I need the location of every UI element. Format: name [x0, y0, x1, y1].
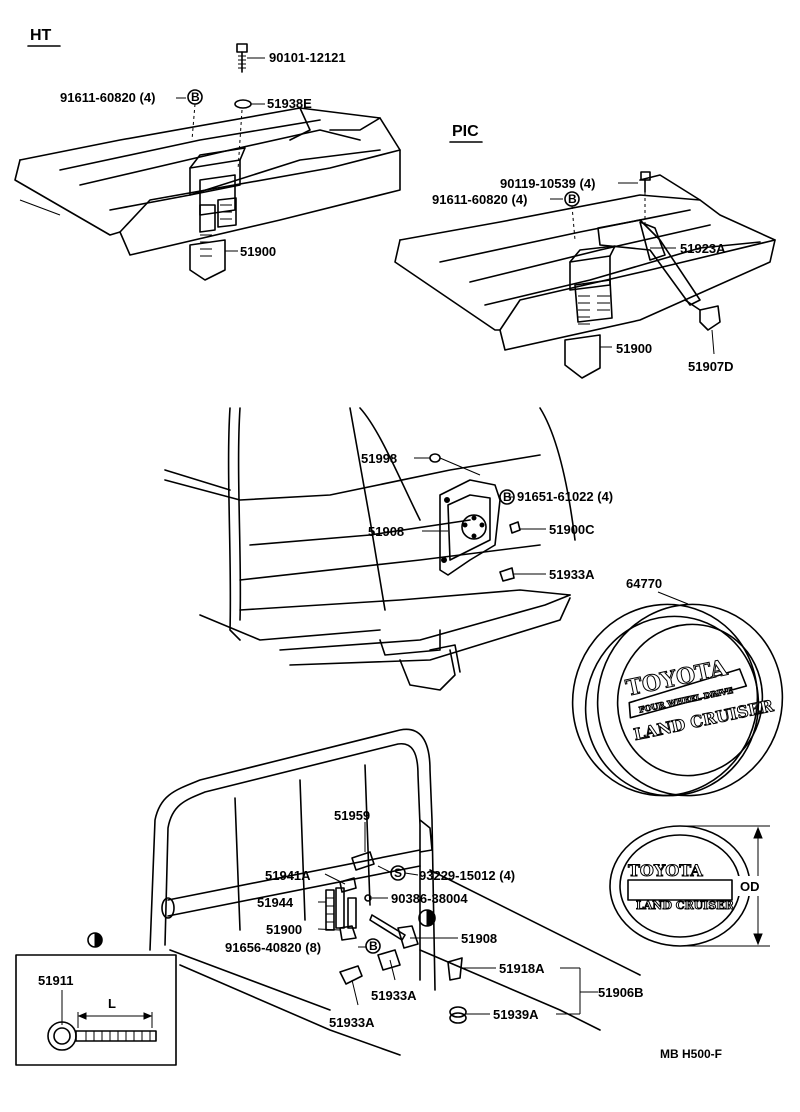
label-91656-40820: 91656-40820 (8)	[225, 940, 321, 955]
gate-frame-drawing	[149, 728, 641, 1056]
label-51959: 51959	[334, 808, 370, 823]
label-51908-gate: 51908	[461, 931, 497, 946]
label-51908-door: 51908	[368, 524, 404, 539]
marker-s-text: S	[394, 866, 402, 880]
label-64770: 64770	[626, 576, 662, 591]
pic-frame-drawing	[394, 174, 776, 351]
label-51907d: 51907D	[688, 359, 734, 374]
label-51911: 51911	[38, 973, 73, 988]
label-51900-gate: 51900	[266, 922, 302, 937]
ht-bolt-drawing	[191, 43, 252, 171]
marker-b-icon	[187, 89, 203, 105]
inset-frame	[15, 954, 177, 1066]
label-51933a-gate: 51933A	[371, 988, 417, 1003]
label-dimension-l: L	[108, 996, 116, 1011]
cover-model-text-front: LAND CRUISER	[636, 899, 735, 912]
label-51938e: 51938E	[267, 96, 312, 111]
label-51906b: 51906B	[598, 985, 644, 1000]
ht-bracket-drawing	[189, 174, 237, 281]
pic-bolt-drawing	[571, 171, 651, 241]
cover-front-drawing: TOYOTA LAND CRUISER	[609, 825, 751, 947]
label-od: OD	[740, 879, 760, 894]
label-91651-61022: 91651-61022 (4)	[517, 489, 613, 504]
label-93229-15012: 93229-15012 (4)	[419, 868, 515, 883]
label-51939a: 51939A	[493, 1007, 539, 1022]
marker-b-text-door: B	[503, 490, 512, 504]
pic-section-title: PIC	[452, 123, 479, 140]
marker-b-text: B	[191, 90, 200, 104]
label-90386-38004: 90386-38004	[391, 891, 468, 906]
label-51900c: 51900C	[549, 522, 595, 537]
inset-51911: 51911 L	[15, 932, 177, 1066]
marker-b-text-gate: B	[369, 939, 378, 953]
label-91611-60820-ht: 91611-60820 (4)	[60, 90, 155, 105]
eye-bolt-drawing	[47, 1012, 157, 1051]
label-51944: 51944	[257, 895, 294, 910]
label-51998: 51998	[361, 451, 397, 466]
ht-frame-drawing	[14, 107, 401, 256]
pic-section: PIC	[394, 123, 776, 379]
label-91611-60820-pic: 91611-60820 (4)	[432, 192, 527, 207]
label-51933a-door: 51933A	[549, 567, 595, 582]
label-51900-pic: 51900	[616, 341, 652, 356]
od-dimension-drawing	[680, 825, 774, 947]
cover-od-view: TOYOTA LAND CRUISER OD	[609, 825, 774, 947]
vehicle-body-drawing	[164, 407, 576, 691]
diagram-code: MB H500-F	[660, 1047, 722, 1061]
label-51933a-lower: 51933A	[329, 1015, 375, 1030]
marker-b-text-pic: B	[568, 192, 577, 206]
marker-b-icon-door	[499, 489, 515, 505]
pic-bracket-drawing	[564, 219, 721, 379]
label-90119-10539: 90119-10539 (4)	[500, 176, 595, 191]
ht-section-title: HT	[30, 27, 52, 44]
label-51900-ht: 51900	[240, 244, 276, 259]
carrier-bracket-drawing	[429, 453, 521, 582]
ht-section: HT	[14, 27, 401, 281]
tailgate-section: 51959 51941A S 93229-15012 (4) 51944 903…	[149, 728, 644, 1056]
spare-tire-cover-drawing: TOYOTA FOUR WHEEL DRIVE LAND CRUISER	[571, 603, 784, 797]
cover-brand-text-front: TOYOTA	[628, 861, 703, 880]
label-51923a: 51923A	[680, 241, 726, 256]
gate-parts-drawing	[325, 851, 467, 1024]
label-51941a: 51941A	[265, 868, 311, 883]
label-51918a: 51918A	[499, 961, 545, 976]
rear-door-section: 51998 B 91651-61022 (4) 51908 51900C 519…	[164, 407, 613, 691]
label-90101-12121: 90101-12121	[269, 50, 346, 65]
spare-tire-cover-section: 64770 TOYOTA FOUR WHEEL DRIVE LAND CRUIS…	[571, 576, 784, 797]
marker-b-icon-pic	[564, 191, 580, 207]
